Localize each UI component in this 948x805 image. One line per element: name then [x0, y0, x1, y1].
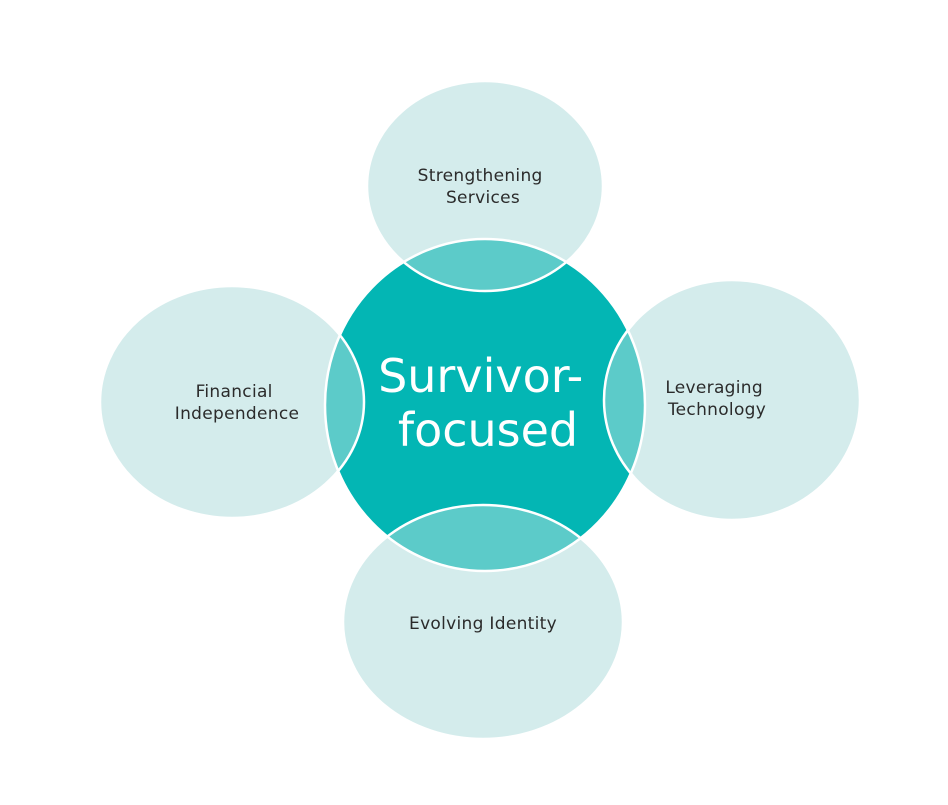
center-circle [325, 239, 645, 571]
node-bottom-label-line-1: Evolving Identity [409, 614, 557, 634]
node-left-label-line-1: Financial [196, 382, 273, 402]
node-bottom-label: Evolving Identity [409, 614, 557, 634]
node-top-outline [365, 79, 605, 293]
node-top-label-line-1: Strengthening [418, 166, 543, 186]
node-top-bubble [367, 81, 603, 291]
node-left-bubble [100, 286, 364, 518]
center-label-line-1: Survivor- [378, 349, 583, 403]
node-right-label: Leveraging Technology [665, 378, 768, 420]
node-right-label-line-2: Technology [667, 400, 766, 420]
center-label: Survivor- focused [378, 349, 598, 457]
node-bottom-outline [341, 503, 625, 741]
center-label-line-2: focused [398, 403, 578, 457]
node-left-outline [98, 284, 366, 520]
node-top-label-line-2: Services [446, 188, 520, 208]
node-right-label-line-1: Leveraging [665, 378, 763, 398]
center-outline [323, 237, 647, 573]
node-right-bubble [604, 280, 860, 520]
node-bottom-bubble [343, 505, 623, 739]
node-top-label: Strengthening Services [418, 166, 549, 208]
node-right-outline [602, 278, 862, 522]
node-left-label-line-2: Independence [175, 404, 300, 424]
node-left-label: Financial Independence [175, 382, 300, 424]
